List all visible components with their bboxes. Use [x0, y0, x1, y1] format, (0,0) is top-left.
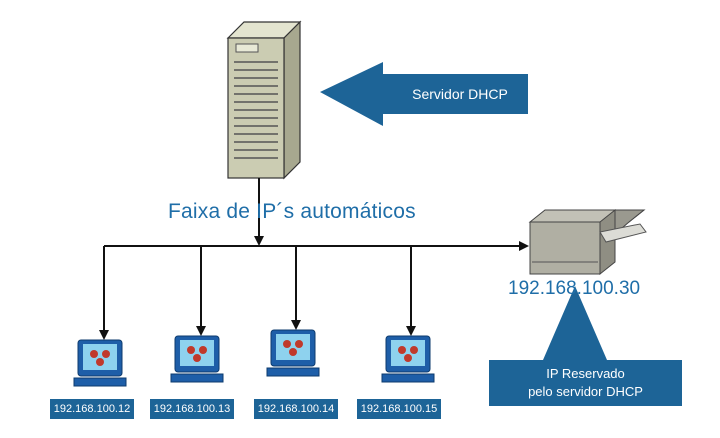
reserved-ip-line2: pelo servidor DHCP: [528, 384, 643, 399]
reserved-ip-line1: IP Reservado: [546, 366, 625, 381]
printer-ip-label: 192.168.100.30: [508, 278, 641, 299]
client-pc-icon: [73, 339, 127, 387]
client-pc-icon: [266, 329, 320, 377]
server-tower-icon: [226, 20, 302, 180]
printer-icon: [528, 208, 647, 276]
client-ip-label: 192.168.100.15: [357, 399, 441, 419]
client-ip-label: 192.168.100.14: [254, 399, 338, 419]
network-cabling: [99, 178, 529, 340]
client-pc-icon: [170, 335, 224, 383]
server-callout-label: Servidor DHCP: [412, 86, 508, 102]
client-ip-label: 192.168.100.12: [50, 399, 134, 419]
ip-range-label: Faixa de IP´s automáticos: [168, 200, 416, 223]
client-pc-icon: [381, 335, 435, 383]
reserved-ip-callout: [489, 286, 682, 406]
client-ip-label: 192.168.100.13: [150, 399, 234, 419]
server-callout-arrow: [320, 62, 528, 126]
